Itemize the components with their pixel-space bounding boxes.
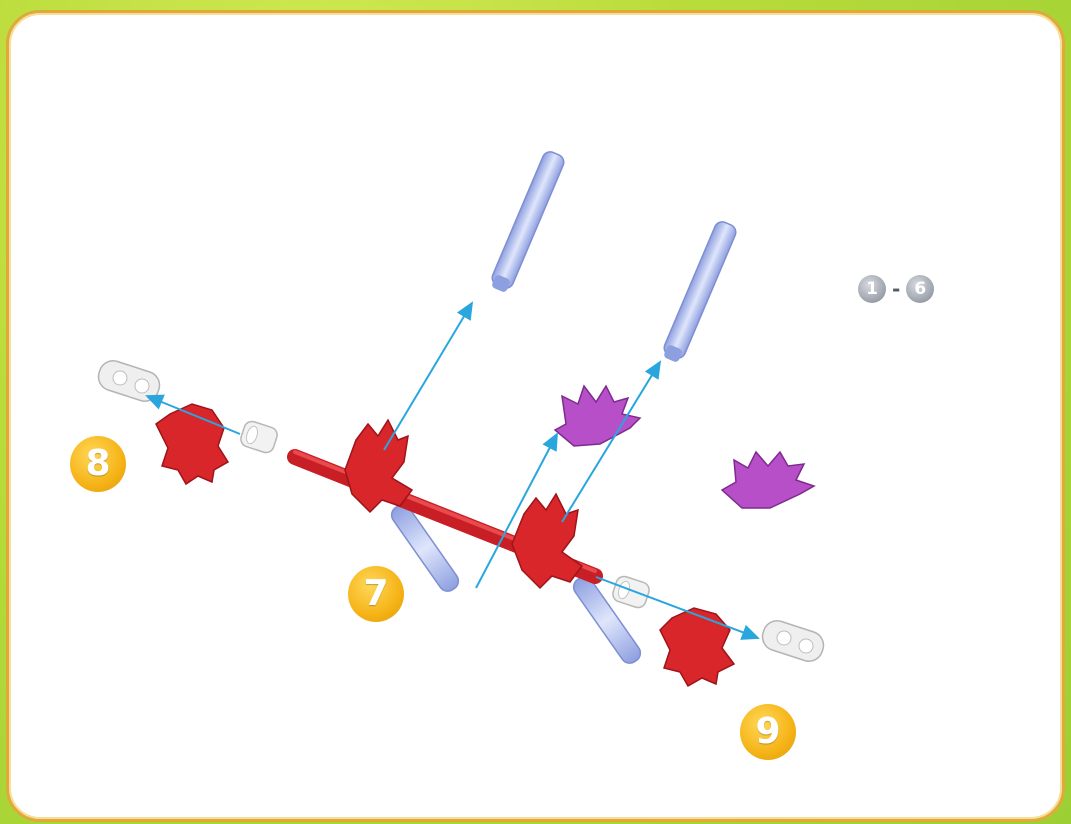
- step-7-badge: 7: [348, 566, 404, 622]
- red-connector-left-on-axle: [345, 420, 412, 512]
- parts-reference-end: 6: [906, 275, 934, 303]
- parts-reference-separator: -: [892, 277, 900, 301]
- assembly-arrow-to-upper-left-rod: [384, 303, 472, 450]
- parts-reference-start: 1: [858, 275, 886, 303]
- step-8-badge: 8: [70, 436, 126, 492]
- red-connector-step-8: [156, 404, 228, 484]
- blue-rod-upper-left: [490, 149, 567, 293]
- white-bushing-right: [611, 574, 651, 609]
- white-bushing-left: [239, 419, 279, 454]
- white-clip-right: [759, 617, 827, 665]
- purple-connector-loose: [722, 452, 814, 508]
- step-9-badge: 9: [740, 704, 796, 760]
- red-connector-step-9: [660, 608, 734, 686]
- parts-reference: 1 - 6: [858, 274, 934, 304]
- blue-rod-upper-right: [662, 219, 739, 363]
